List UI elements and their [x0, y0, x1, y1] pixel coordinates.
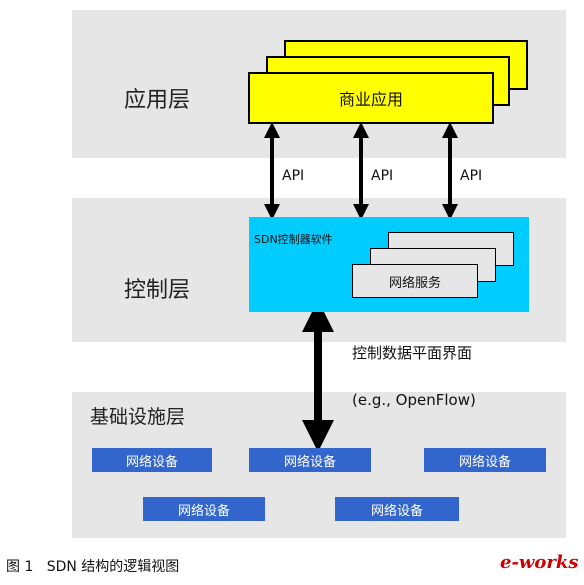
network-device: 网络设备	[424, 448, 546, 472]
business-app-label: 商业应用	[338, 90, 403, 109]
application-layer-label: 应用层	[124, 88, 191, 113]
network-service-card: 网络服务	[352, 264, 478, 298]
e-works-logo: e-works	[500, 552, 579, 573]
figure-caption: 图 1 SDN 结构的逻辑视图	[6, 559, 180, 575]
control-layer-label: 控制层	[124, 278, 191, 303]
business-app-card: 商业应用	[248, 72, 494, 124]
network-device: 网络设备	[335, 497, 459, 521]
infrastructure-layer-label: 基础设施层	[90, 406, 186, 428]
interface-example: (e.g., OpenFlow)	[352, 391, 476, 409]
interface-label: 控制数据平面界面	[352, 344, 473, 362]
network-device: 网络设备	[143, 497, 265, 521]
network-service-label: 网络服务	[388, 275, 441, 291]
api-label-right: API	[460, 168, 483, 184]
network-device: 网络设备	[92, 448, 212, 472]
controller-title: SDN控制器软件	[254, 233, 333, 246]
api-label-left: API	[282, 168, 305, 184]
api-label-middle: API	[371, 168, 394, 184]
network-device: 网络设备	[249, 448, 371, 472]
